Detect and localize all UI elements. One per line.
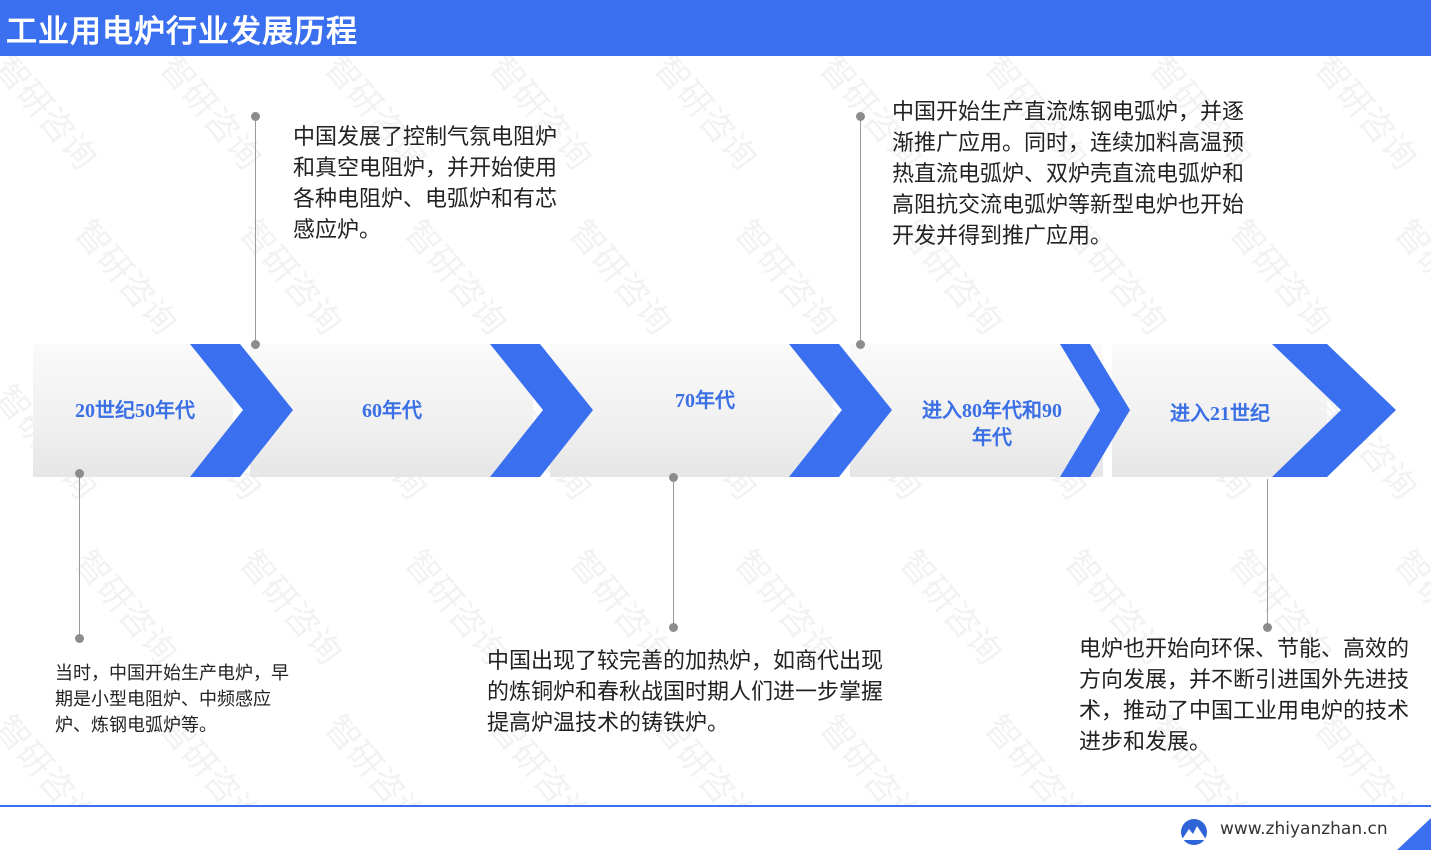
stage-description: 电炉也开始向环保、节能、高效的方向发展，并不断引进国外先进技术，推动了中国工业用…: [1079, 637, 1410, 755]
connector-line: [79, 473, 80, 639]
connector-dot: [856, 112, 865, 121]
connector-line: [673, 477, 674, 627]
page-title: 工业用电炉行业发展历程: [6, 14, 358, 50]
connector-dot: [1263, 623, 1272, 632]
stage-label: 20世纪50年代: [75, 400, 195, 422]
connector-line: [255, 116, 256, 344]
stage-label: 70年代: [675, 390, 735, 412]
watermark-text: 智研咨询: [231, 542, 350, 673]
chevron-arrow-icon: [789, 344, 892, 477]
stage-label: 进入21世纪: [1170, 403, 1270, 425]
watermark-text: 智研咨询: [66, 542, 185, 673]
watermark-text: 智研咨询: [316, 707, 435, 806]
watermark-text: 智研咨询: [646, 56, 765, 178]
stage-description: 当时，中国开始生产电炉，早期是小型电阻炉、中频感应炉、炼钢电弧炉等。: [55, 663, 289, 736]
globe-logo-icon: [1181, 819, 1207, 845]
chevron-arrow-icon: [190, 344, 293, 477]
timeline-band-5: [1112, 344, 1327, 477]
header-bar: 工业用电炉行业发展历程: [0, 0, 1431, 56]
watermark-text: 智研咨询: [1386, 212, 1431, 343]
connector-line: [860, 116, 861, 344]
connector-dot: [75, 634, 84, 643]
stage-label: 进入80年代和90年代: [922, 400, 1062, 449]
watermark-text: 智研咨询: [66, 212, 185, 343]
stage-description: 中国发展了控制气氛电阻炉和真空电阻炉，并开始使用各种电阻炉、电弧炉和有芯感应炉。: [293, 125, 558, 243]
watermark-text: 智研咨询: [1306, 56, 1425, 178]
stage-description: 中国出现了较完善的加热炉，如商代出现的炼铜炉和春秋战国时期人们进一步掌握提高炉温…: [487, 649, 884, 736]
stage-label: 60年代: [362, 400, 422, 422]
corner-triangle-icon: [1397, 818, 1431, 850]
chevron-arrow-icon: [1272, 344, 1396, 477]
footer-divider: [0, 805, 1431, 807]
watermark-text: 智研咨询: [561, 212, 680, 343]
connector-dot: [251, 112, 260, 121]
connector-dot: [669, 473, 678, 482]
watermark-text: 智研咨询: [0, 56, 105, 178]
chevron-arrow-icon: [490, 344, 593, 477]
connector-dot: [856, 340, 865, 349]
watermark-text: 智研咨询: [726, 212, 845, 343]
timeline-band-3: [550, 344, 833, 477]
stage-description: 中国开始生产直流炼钢电弧炉，并逐渐推广应用。同时，连续加料高温预热直流电弧炉、双…: [892, 100, 1245, 249]
timeline-band-2: [250, 344, 533, 477]
timeline-band-4: [850, 344, 1103, 477]
connector-dot: [75, 469, 84, 478]
timeline-band-1: [33, 344, 233, 477]
footer-url[interactable]: www.zhiyanzhan.cn: [1220, 819, 1388, 839]
connector-dot: [251, 340, 260, 349]
chevron-arrow-icon: [1060, 344, 1130, 477]
connector-dot: [669, 623, 678, 632]
watermark-text: 智研咨询: [891, 542, 1010, 673]
connector-line: [1267, 479, 1268, 627]
